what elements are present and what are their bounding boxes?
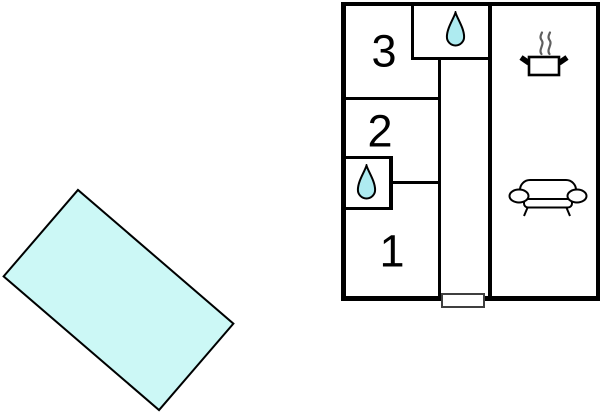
sofa-seat: [523, 198, 573, 209]
pot-body: [527, 55, 561, 77]
water-drop-icon: [445, 11, 466, 47]
wall-bathroom-bottom: [346, 207, 393, 210]
water-drop-shape: [445, 11, 466, 47]
wall-bathroom-right: [389, 156, 393, 210]
wall-wc-bottom: [411, 57, 492, 60]
room-label-3: 3: [371, 25, 397, 77]
wall-room3-room2: [346, 97, 441, 100]
room-label-1: 1: [379, 225, 405, 277]
pot-handle-right: [557, 55, 569, 66]
sofa-arm-right: [566, 188, 588, 204]
entrance-door: [441, 293, 485, 308]
sofa-icon: [508, 179, 588, 217]
wall-bathroom-top: [346, 156, 393, 159]
steam-line: [547, 31, 552, 56]
steam-line: [539, 31, 544, 56]
wall-wc-left: [411, 6, 414, 60]
wall-bathroom-hallway: [393, 181, 441, 184]
water-drop-shape: [356, 164, 377, 200]
pot-handle-left: [519, 55, 531, 66]
pool: [2, 188, 235, 412]
wall-hallway-left: [438, 57, 441, 296]
water-drop-icon: [356, 164, 377, 200]
room-label-2: 2: [367, 105, 393, 157]
cooking-pot-icon: [519, 31, 569, 77]
wall-hallway-right: [488, 6, 492, 296]
sofa-arm-left: [508, 188, 530, 204]
